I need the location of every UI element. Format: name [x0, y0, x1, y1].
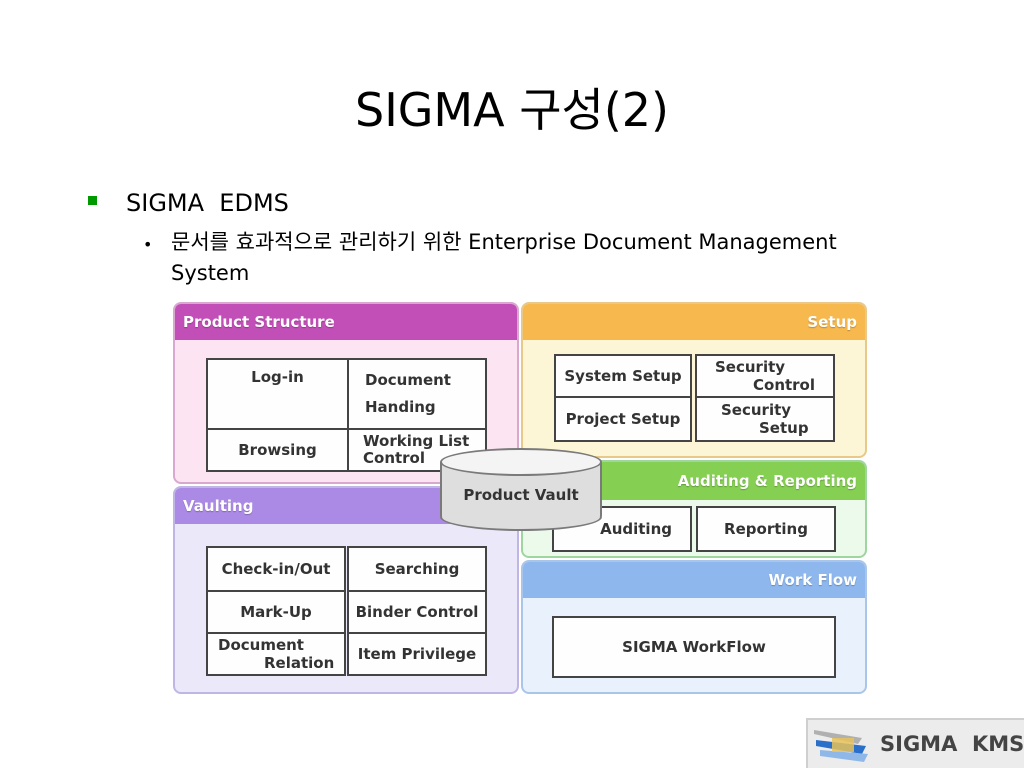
document-relation-line1: Document — [218, 636, 304, 654]
product-vault-label: Product Vault — [463, 486, 579, 504]
security-control-box: Security Control — [695, 354, 835, 398]
setup-panel: Setup System Setup Project Setup Securit… — [521, 302, 867, 458]
login-box: Log-in — [206, 358, 349, 430]
bullet-level1: SIGMA EDMS — [126, 189, 289, 217]
work-flow-panel: Work Flow SIGMA WorkFlow — [521, 560, 867, 694]
logo-swoosh-icon — [814, 730, 868, 762]
project-setup-box: Project Setup — [554, 396, 692, 442]
reporting-box: Reporting — [696, 506, 836, 552]
logo-text: SIGMA KMS — [880, 732, 1024, 756]
searching-box: Searching — [347, 546, 487, 592]
sigma-workflow-box: SIGMA WorkFlow — [552, 616, 836, 678]
product-vault-cylinder-top — [440, 448, 602, 476]
item-privilege-box: Item Privilege — [347, 632, 487, 676]
vaulting-panel: Vaulting Check-in/Out Mark-Up Document R… — [173, 486, 519, 694]
working-list-line2: Control — [363, 449, 426, 467]
system-setup-box: System Setup — [554, 354, 692, 398]
document-handing-line1: Document — [365, 371, 451, 389]
working-list-line1: Working List — [363, 432, 470, 450]
browsing-box: Browsing — [206, 428, 349, 472]
document-relation-box: Document Relation — [206, 632, 346, 676]
product-structure-panel: Product Structure Log-in Browsing Docume… — [173, 302, 519, 484]
checkin-out-box: Check-in/Out — [206, 546, 346, 592]
square-bullet-icon — [88, 196, 97, 205]
binder-control-box: Binder Control — [347, 590, 487, 634]
slide-title: SIGMA 구성(2) — [355, 83, 669, 137]
bullet-level2: 문서를 효과적으로 관리하기 위한 Enterprise Document Ma… — [171, 230, 837, 285]
security-setup-line2: Setup — [759, 419, 809, 437]
security-control-line2: Control — [753, 376, 816, 394]
product-structure-header: Product Structure — [175, 304, 517, 340]
dot-bullet-icon: • — [143, 235, 153, 254]
security-control-line1: Security — [715, 358, 786, 376]
document-relation-line2: Relation — [264, 654, 335, 672]
markup-box: Mark-Up — [206, 590, 346, 634]
setup-header: Setup — [523, 304, 865, 340]
work-flow-header: Work Flow — [523, 562, 865, 598]
document-handing-box: Document Handing — [347, 358, 487, 430]
security-setup-line1: Security — [721, 401, 792, 419]
security-setup-box: Security Setup — [695, 396, 835, 442]
sigma-kms-logo: SIGMA KMS — [806, 718, 1024, 768]
document-handing-line2: Handing — [365, 398, 436, 416]
product-vault-cylinder-fill — [442, 470, 600, 516]
